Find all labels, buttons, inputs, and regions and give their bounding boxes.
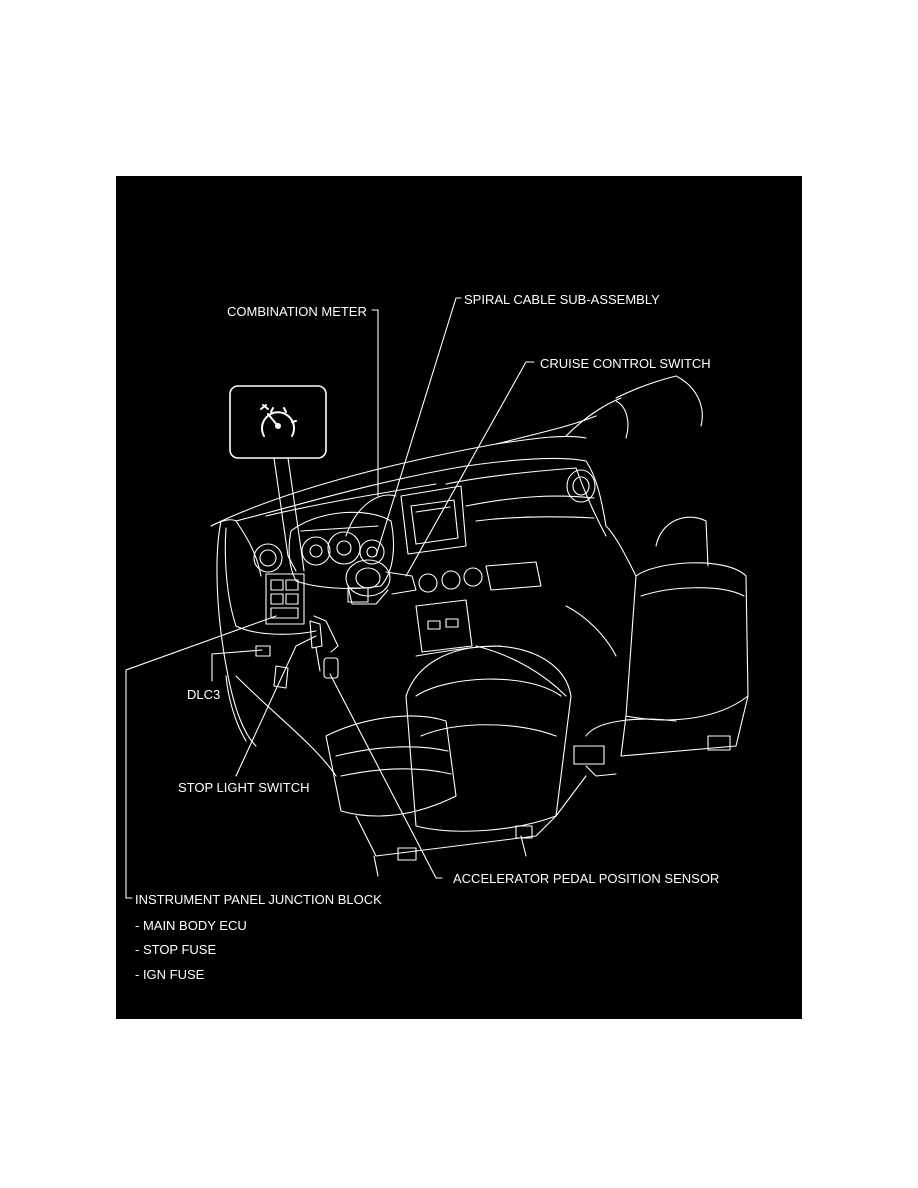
leader-junction-block: [125, 615, 277, 899]
diagram-panel: COMBINATION METER SPIRAL CABLE SUB-ASSEM…: [116, 176, 802, 1019]
cruise-indicator-icon: [260, 404, 297, 437]
cruise-indicator-callout: [229, 385, 327, 572]
label-cruise-control-switch: CRUISE CONTROL SWITCH: [540, 356, 711, 371]
dlc3-connector: [255, 645, 271, 657]
leader-dlc3: [211, 649, 263, 682]
pedal-assembly: [273, 615, 339, 689]
center-stack: [400, 485, 502, 657]
label-junction-block: INSTRUMENT PANEL JUNCTION BLOCK: [135, 892, 382, 907]
label-stop-light-switch: STOP LIGHT SWITCH: [178, 780, 310, 795]
steering-column: [345, 494, 417, 605]
junction-block-item: - STOP FUSE: [135, 942, 217, 957]
passenger-dash: [465, 469, 596, 591]
dashboard-outline: [210, 397, 637, 627]
label-accelerator-pedal-sensor: ACCELERATOR PEDAL POSITION SENSOR: [453, 871, 720, 886]
driver-left-panel: [216, 520, 317, 747]
leader-accelerator: [329, 673, 443, 879]
junction-block-item: - IGN FUSE: [135, 967, 205, 982]
junction-block-item: - MAIN BODY ECU: [135, 918, 247, 933]
leader-stop-light: [235, 635, 317, 777]
leader-spiral-cable: [375, 297, 462, 557]
label-dlc3: DLC3: [187, 687, 221, 702]
vehicle-interior-illustration: [125, 297, 749, 899]
combination-meter-cluster: [288, 511, 395, 589]
floor-lines: [225, 375, 703, 817]
leader-cruise-switch: [405, 361, 535, 577]
passenger-seat: [573, 516, 749, 777]
driver-seat: [325, 645, 572, 877]
leader-lines: [125, 297, 535, 899]
junction-block: [265, 573, 305, 625]
label-combination-meter: COMBINATION METER: [227, 304, 367, 319]
leader-combination-meter: [371, 309, 379, 497]
label-spiral-cable: SPIRAL CABLE SUB-ASSEMBLY: [464, 292, 660, 307]
